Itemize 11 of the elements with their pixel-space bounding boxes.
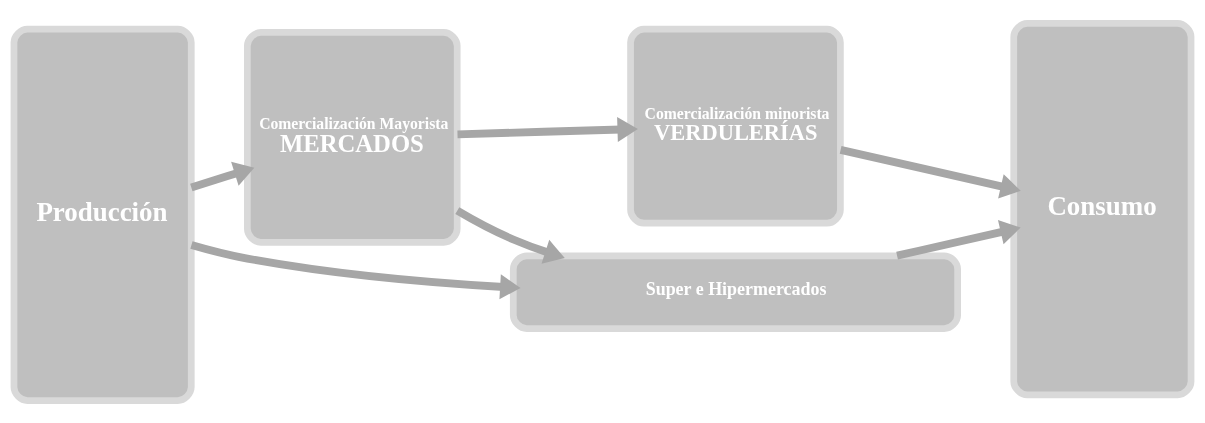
arrow	[190, 161, 255, 191]
arrow	[896, 219, 1021, 259]
arrow	[839, 145, 1021, 199]
arrow	[457, 116, 638, 142]
node-box: Producción	[10, 25, 195, 404]
arrow	[190, 240, 521, 299]
node-box: Super e Hipermercados	[509, 251, 961, 332]
node-box: Consumo	[1010, 19, 1195, 398]
arrow	[455, 206, 565, 264]
node-box: Comercialización minorista VERDULERÍAS	[627, 25, 844, 227]
node-box: Comercialización Mayorista MERCADOS	[244, 28, 461, 246]
